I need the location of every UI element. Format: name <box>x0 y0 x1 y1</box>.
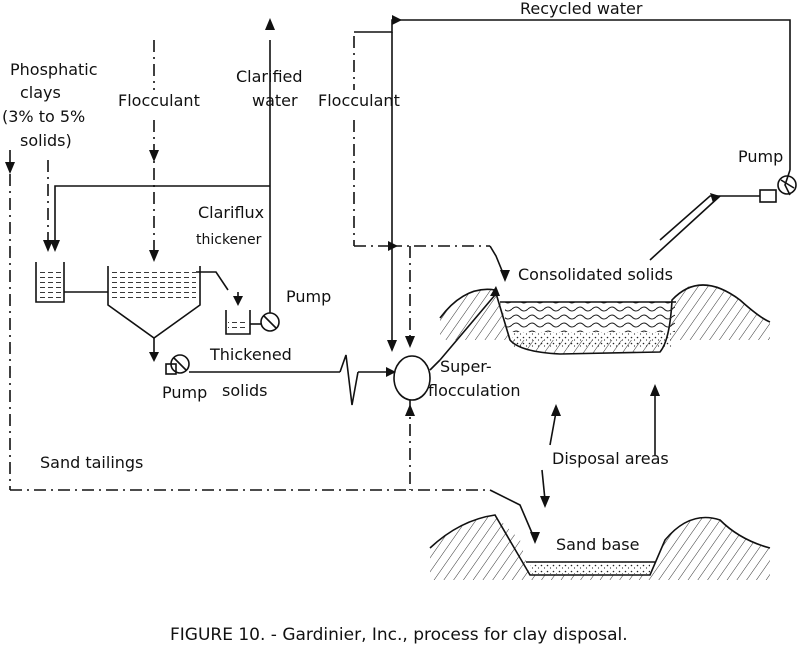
clarified-line-2: water <box>252 91 298 110</box>
phosphatic-line-3: (3% to 5% <box>2 107 85 126</box>
sand-tailings-line <box>5 150 540 544</box>
clariflux-label: Clariflux thickener <box>196 203 264 248</box>
superflocculation-label: Super- flocculation <box>428 357 521 400</box>
thickened-solids-label: Thickened solids <box>209 345 292 400</box>
pump-middle-label: Pump <box>286 287 331 306</box>
pump-right-label: Pump <box>738 147 783 166</box>
bottom-pump <box>165 354 396 406</box>
flocculant-right-line <box>353 36 510 282</box>
clarified-water-label: Clarified water <box>236 67 303 110</box>
right-pump <box>659 175 797 241</box>
recycle-return-line <box>649 193 721 261</box>
consolidated-solids-label: Consolidated solids <box>518 265 673 284</box>
clarified-line-1: Clarified <box>236 67 303 86</box>
clariflux-thickener <box>107 266 229 362</box>
thickened-line-1: Thickened <box>209 345 292 364</box>
superfloc-feed-lines <box>387 32 415 352</box>
recycled-water-label: Recycled water <box>520 0 643 18</box>
mix-tank <box>35 262 108 303</box>
clay-feed-line <box>43 160 53 252</box>
flocculant-left-label: Flocculant <box>118 91 200 110</box>
middle-pump <box>260 18 280 332</box>
superfloc-line-2: flocculation <box>428 381 521 400</box>
thickened-line-2: solids <box>222 381 268 400</box>
figure-caption: FIGURE 10. - Gardinier, Inc., process fo… <box>170 625 628 645</box>
clariflux-line-1: Clariflux <box>198 203 264 222</box>
overflow-tank <box>225 292 262 335</box>
clariflux-line-2: thickener <box>196 232 262 248</box>
flocculant-right-label: Flocculant <box>318 91 400 110</box>
phosphatic-line-2: clays <box>20 83 61 102</box>
flocculant-left-line <box>149 40 159 262</box>
upper-disposal-area <box>439 284 771 355</box>
pump-bottom-label: Pump <box>162 383 207 402</box>
disposal-arrows <box>540 384 660 508</box>
phosphatic-clays-label: Phosphatic clays (3% to 5% solids) <box>2 60 98 150</box>
lower-disposal-area <box>429 514 771 580</box>
phosphatic-line-4: solids) <box>20 131 72 150</box>
phosphatic-line-1: Phosphatic <box>10 60 98 79</box>
sand-base-label: Sand base <box>556 535 639 554</box>
recycled-water-line <box>354 15 791 196</box>
sand-tailings-label: Sand tailings <box>40 453 143 472</box>
clarified-return-line <box>50 185 270 252</box>
disposal-areas-label: Disposal areas <box>552 449 669 468</box>
superfloc-line-1: Super- <box>440 357 492 376</box>
